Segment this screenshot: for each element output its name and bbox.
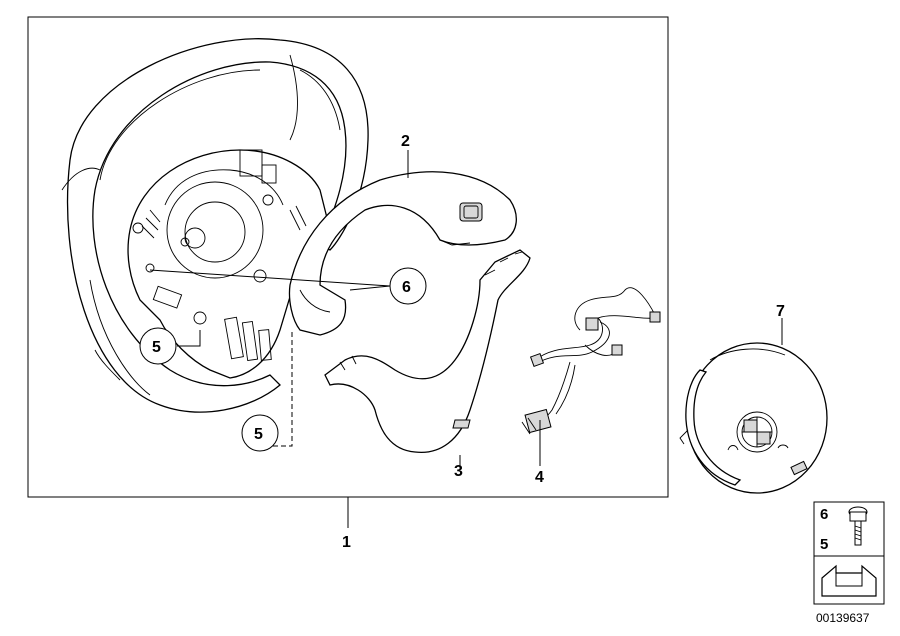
diagram-number: 00139637 [816, 611, 870, 625]
callout-5-bottom: 5 [254, 426, 263, 443]
callout-4: 4 [535, 469, 544, 486]
callout-7: 7 [776, 303, 785, 320]
legend-label-5: 5 [820, 536, 828, 553]
arrow-symbol-box [813, 555, 885, 605]
callout-1: 1 [342, 534, 351, 551]
callout-2: 2 [401, 133, 410, 150]
callout-6-circle [389, 267, 427, 305]
steering-wheel[interactable] [61, 38, 369, 413]
callout-3: 3 [454, 463, 463, 480]
callout-5-left: 5 [152, 339, 161, 356]
leader-5-bottom [270, 332, 293, 447]
airbag-module[interactable] [679, 342, 828, 494]
callout-6: 6 [402, 279, 411, 296]
callout-5-bottom-circle [241, 414, 279, 452]
trim-cover-lower[interactable] [324, 249, 531, 454]
leader-6 [149, 269, 391, 291]
leader-5-left [177, 330, 201, 347]
callout-5-left-circle [139, 327, 177, 365]
screw-icon [848, 506, 868, 546]
legend-label-6: 6 [820, 506, 828, 523]
trim-cover-upper[interactable] [288, 171, 517, 336]
screw-legend-box: 6 5 [813, 501, 885, 557]
wiring-harness[interactable] [521, 287, 661, 435]
